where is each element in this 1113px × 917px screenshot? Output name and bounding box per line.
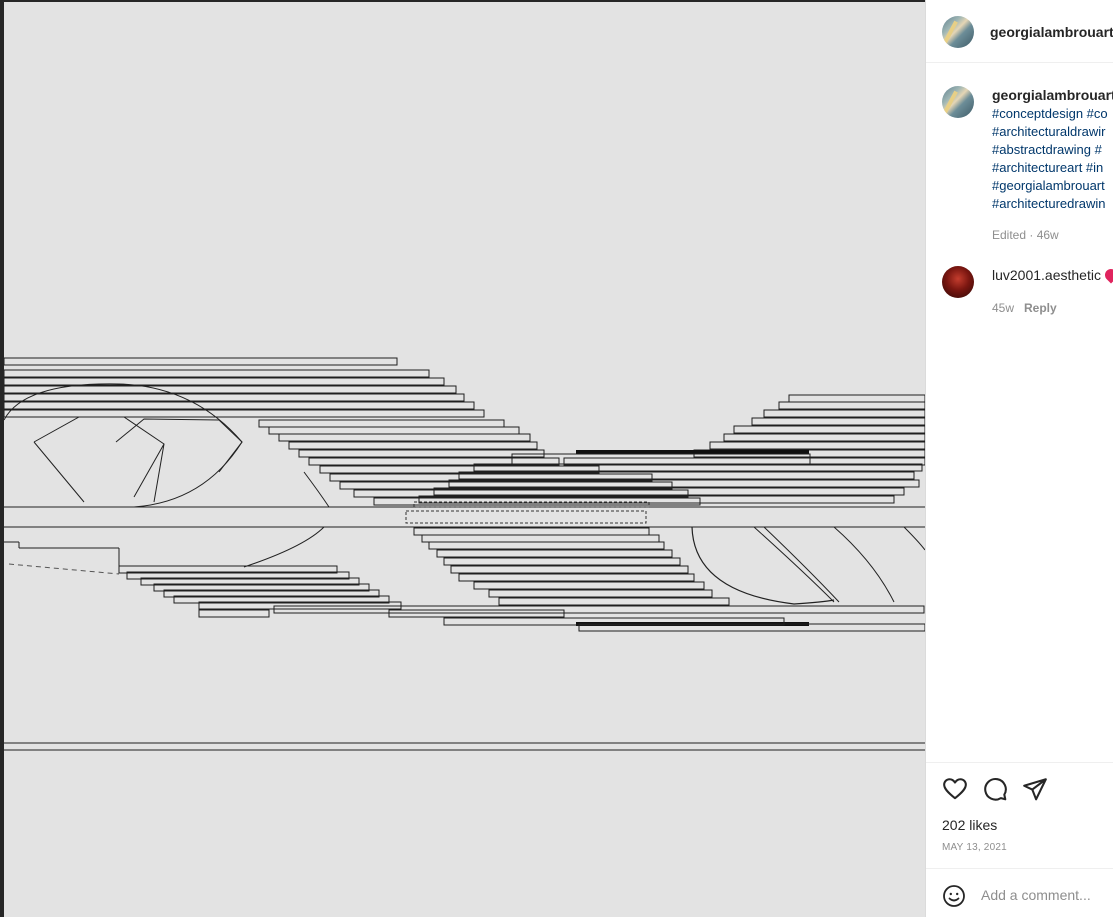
drawing-plank — [140, 577, 360, 586]
drawing-facet — [33, 441, 165, 503]
drawing-plank — [4, 409, 485, 418]
comment-time: 45w — [992, 301, 1015, 315]
drawing-plank — [443, 557, 681, 566]
caption-hashtags: #conceptdesign #co #architecturaldrawir … — [992, 105, 1113, 213]
drawing-plank — [443, 617, 785, 626]
drawing-plank — [4, 401, 475, 410]
heart-icon[interactable] — [942, 776, 968, 802]
drawing-plank — [751, 417, 925, 426]
comment-username[interactable]: luv2001.aesthetic — [992, 267, 1101, 283]
drawing-plank — [709, 441, 925, 450]
hashtag-line[interactable]: #architectureart #in — [992, 160, 1104, 175]
drawing-plank — [511, 453, 811, 465]
drawing-plank — [288, 441, 538, 450]
drawing-plank — [473, 581, 705, 590]
drawing-plank — [4, 393, 465, 402]
post-header: georgialambrouart — [926, 0, 1113, 63]
action-bar — [926, 762, 1113, 801]
drawing-plank — [163, 589, 380, 598]
drawing-plank — [339, 481, 673, 490]
drawing-facet — [33, 416, 165, 498]
drawing-plank — [418, 495, 895, 504]
drawing-plank — [4, 357, 398, 366]
drawing-plank — [173, 595, 390, 604]
hashtag-line[interactable]: #abstractdrawing # — [992, 142, 1102, 157]
header-username[interactable]: georgialambrouart — [990, 24, 1113, 40]
post-image[interactable] — [4, 2, 925, 917]
drawing-curve — [753, 526, 840, 603]
drawing-plank — [4, 377, 445, 386]
drawing-plank — [436, 549, 673, 558]
comment-row: luv2001.aesthetic — [992, 266, 1113, 284]
drawing-curve — [691, 526, 835, 605]
drawing-plank — [153, 583, 370, 592]
post-sidebar: georgialambrouart georgialambrouart #con… — [925, 0, 1113, 917]
paper-background — [4, 2, 925, 917]
emoji-icon[interactable] — [942, 884, 966, 908]
drawing-plank — [198, 609, 270, 618]
caption-avatar[interactable] — [942, 86, 974, 118]
post-date: MAY 13, 2021 — [942, 842, 1007, 853]
drawing-curve — [833, 526, 925, 603]
comment-form — [926, 868, 1113, 917]
drawing-plank — [723, 433, 925, 442]
drawing-plank — [373, 497, 701, 506]
drawing-plank — [763, 409, 925, 418]
drawing-plank — [433, 487, 905, 496]
drawing-curve — [243, 526, 325, 568]
hashtag-line[interactable]: #architecturaldrawir — [992, 124, 1106, 139]
drawing-plank — [458, 471, 915, 480]
comment-icon[interactable] — [982, 776, 1008, 802]
drawing-plank — [4, 385, 457, 394]
drawing-dashed-line — [8, 563, 120, 575]
drawing-facet — [115, 418, 243, 473]
drawing-plank — [448, 479, 920, 488]
drawing-plank — [353, 489, 689, 498]
share-icon[interactable] — [1022, 776, 1048, 802]
caption-username[interactable]: georgialambrouart — [992, 87, 1113, 103]
drawing-plank — [733, 425, 925, 434]
red-heart-emoji-icon — [1102, 266, 1113, 284]
drawing-plank — [308, 457, 560, 466]
drawing-plank — [388, 609, 565, 618]
architectural-drawing — [4, 2, 925, 917]
drawing-plank — [498, 597, 730, 606]
drawing-plank — [126, 571, 350, 580]
drawing-plank — [563, 457, 925, 466]
drawing-plank — [278, 433, 531, 442]
drawing-plank — [428, 541, 665, 550]
drawing-bold-bar — [576, 450, 809, 454]
hashtag-line[interactable]: #architecturedrawin — [992, 196, 1106, 211]
reply-button[interactable]: Reply — [1024, 301, 1057, 315]
hashtag-line[interactable]: #georgialambrouart — [992, 178, 1105, 193]
drawing-curve — [303, 471, 330, 508]
comment-input[interactable] — [981, 887, 1111, 903]
comment-meta: 45w Reply — [992, 301, 1057, 315]
drawing-plank — [329, 473, 653, 482]
caption-edited-time: Edited · 46w — [992, 228, 1059, 242]
drawing-dashed-box — [413, 501, 650, 508]
hashtag-line[interactable]: #conceptdesign #co — [992, 106, 1108, 121]
drawing-dashed-box — [405, 510, 647, 524]
commenter-avatar[interactable] — [942, 266, 974, 298]
drawing-plank — [778, 401, 925, 410]
drawing-plank — [198, 601, 402, 610]
drawing-plank — [458, 573, 695, 582]
author-avatar[interactable] — [942, 16, 974, 48]
drawing-plank — [488, 589, 713, 598]
drawing-plank — [578, 623, 925, 632]
drawing-plank — [450, 565, 689, 574]
drawing-lens — [4, 383, 243, 508]
drawing-plank — [4, 369, 430, 378]
like-count[interactable]: 202 likes — [942, 817, 998, 833]
